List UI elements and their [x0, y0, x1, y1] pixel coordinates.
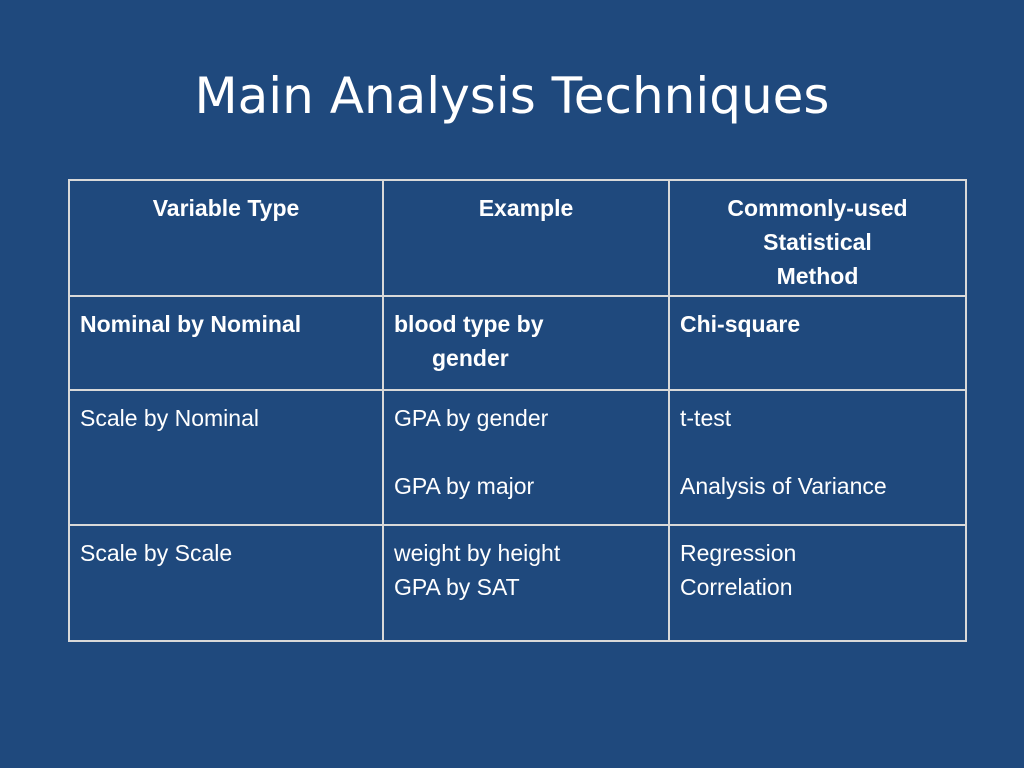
header-method: Commonly-used Statistical Method	[668, 179, 967, 297]
cell-method: Chi-square	[668, 295, 967, 391]
cell-variable-type: Scale by Scale	[68, 524, 384, 642]
analysis-table: Variable Type Example Commonly-used Stat…	[68, 179, 967, 642]
cell-method-line-1: t-test	[680, 405, 732, 431]
cell-method-line-2: Analysis of Variance	[680, 473, 887, 499]
table-row: Scale by Scale weight by height GPA by S…	[68, 524, 967, 642]
cell-example-line-1: blood type by	[394, 311, 544, 337]
cell-method-line-1: Regression	[680, 540, 797, 566]
header-method-line-1: Commonly-used	[727, 195, 908, 221]
table-row: Scale by Nominal GPA by gender GPA by ma…	[68, 389, 967, 526]
cell-example-line-2: GPA by major	[394, 473, 535, 499]
cell-example-line-1: GPA by gender	[394, 405, 549, 431]
cell-method: t-test Analysis of Variance	[668, 389, 967, 526]
cell-example: weight by height GPA by SAT	[382, 524, 670, 642]
cell-method: Regression Correlation	[668, 524, 967, 642]
header-method-line-3: Method	[776, 263, 859, 289]
header-example: Example	[382, 179, 670, 297]
cell-example-line-2: GPA by SAT	[394, 574, 520, 600]
cell-variable-type: Scale by Nominal	[68, 389, 384, 526]
cell-example: GPA by gender GPA by major	[382, 389, 670, 526]
header-variable-type: Variable Type	[68, 179, 384, 297]
table-row: Nominal by Nominal blood type by gender …	[68, 295, 967, 391]
cell-method-line-2: Correlation	[680, 574, 793, 600]
cell-example-line-2: gender	[432, 345, 509, 371]
slide-title: Main Analysis Techniques	[194, 67, 830, 125]
cell-example: blood type by gender	[382, 295, 670, 391]
table-header-row: Variable Type Example Commonly-used Stat…	[68, 179, 967, 297]
cell-example-line-1: weight by height	[394, 540, 561, 566]
header-method-line-2: Statistical	[763, 229, 872, 255]
cell-variable-type: Nominal by Nominal	[68, 295, 384, 391]
